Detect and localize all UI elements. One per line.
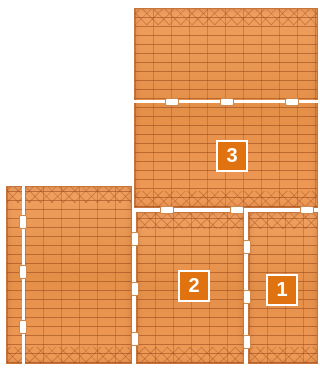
connector-notch	[285, 98, 299, 106]
panel-number-badge-2: 2	[178, 270, 210, 302]
connector-notch	[131, 332, 139, 346]
connector-notch	[19, 320, 27, 334]
connector-notch	[131, 232, 139, 246]
panel-number-badge-3: 3	[216, 140, 248, 172]
wall-panel-top	[134, 8, 318, 208]
connector-notch	[160, 206, 174, 214]
panel-pattern	[7, 187, 131, 203]
connector-notch	[243, 240, 251, 254]
connector-notch	[300, 206, 314, 214]
connector-notch	[243, 290, 251, 304]
panel-pattern	[135, 191, 317, 207]
panel-pattern	[137, 213, 243, 229]
panel-pattern	[7, 347, 131, 363]
panel-number-badge-1: 1	[266, 274, 298, 306]
connector-notch	[19, 265, 27, 279]
connector-notch	[131, 282, 139, 296]
panel-pattern	[135, 9, 317, 25]
connector-notch	[19, 215, 27, 229]
connector-notch	[220, 98, 234, 106]
connector-notch	[230, 206, 244, 214]
connector-notch	[243, 335, 251, 349]
connector-notch	[165, 98, 179, 106]
panel-pattern	[249, 213, 317, 229]
panel-pattern	[137, 347, 243, 363]
panel-pattern	[249, 347, 317, 363]
